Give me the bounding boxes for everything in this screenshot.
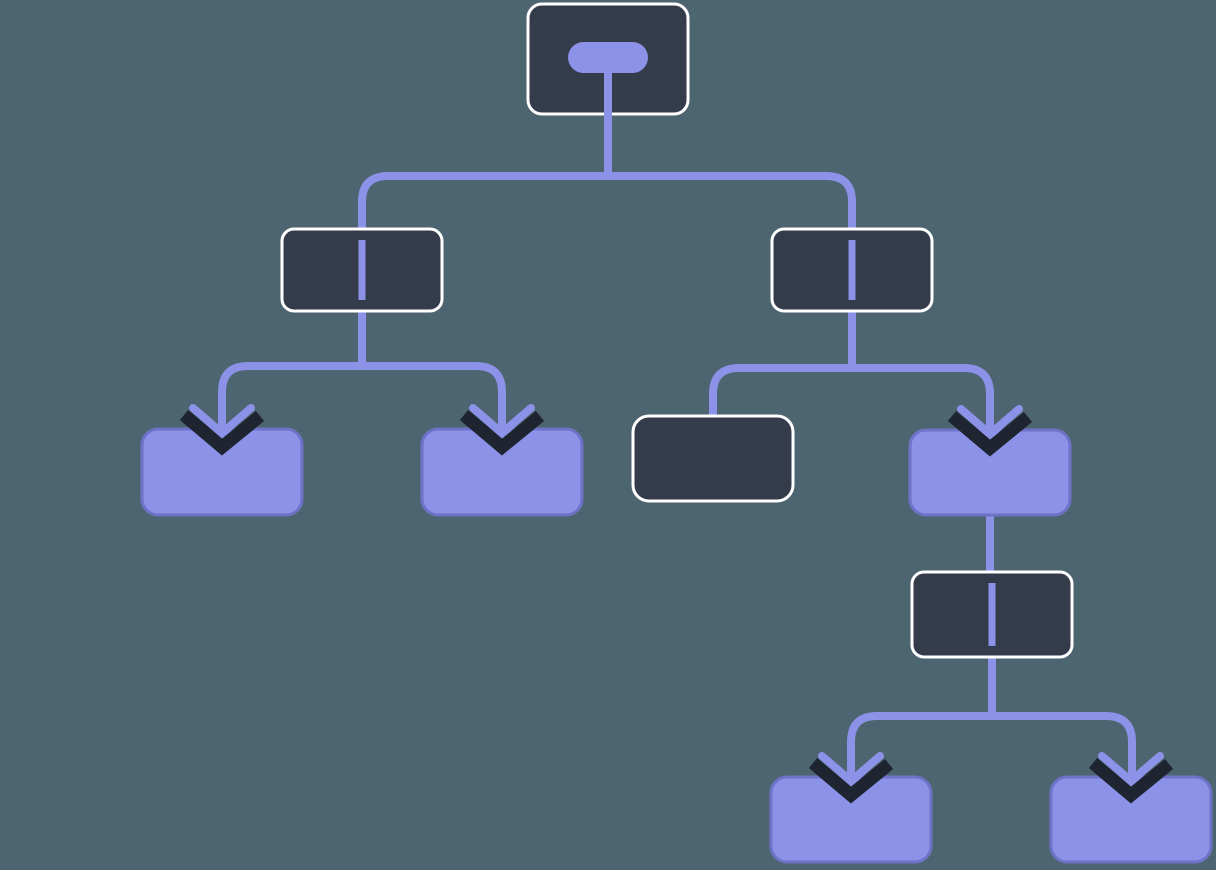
chevron-down-purple-icon [189, 404, 255, 437]
edge-right-to-children [709, 311, 994, 435]
edges-layer [218, 112, 1136, 782]
chevron-down-purple-icon [469, 404, 535, 437]
plain-node-mid-right[interactable] [631, 414, 795, 503]
chevron-down-purple-icon [818, 752, 884, 785]
chevron-down-dark-icon [1088, 758, 1174, 804]
chevron-down-dark-icon [808, 758, 894, 804]
nodes-layer [140, 2, 1213, 864]
chevron-down-purple-icon [957, 405, 1023, 438]
edge-root-to-level2 [358, 112, 856, 229]
root-pill-icon [568, 42, 648, 73]
chevron-down-dark-icon [459, 410, 545, 456]
edge-lower-to-bottom-leaves [847, 655, 1136, 782]
chevron-down-dark-icon [179, 410, 265, 456]
edge-left-to-leaves [218, 311, 506, 434]
chevron-down-purple-icon [1098, 752, 1164, 785]
decorations-layer [179, 42, 1174, 804]
chevron-down-dark-icon [947, 411, 1033, 457]
